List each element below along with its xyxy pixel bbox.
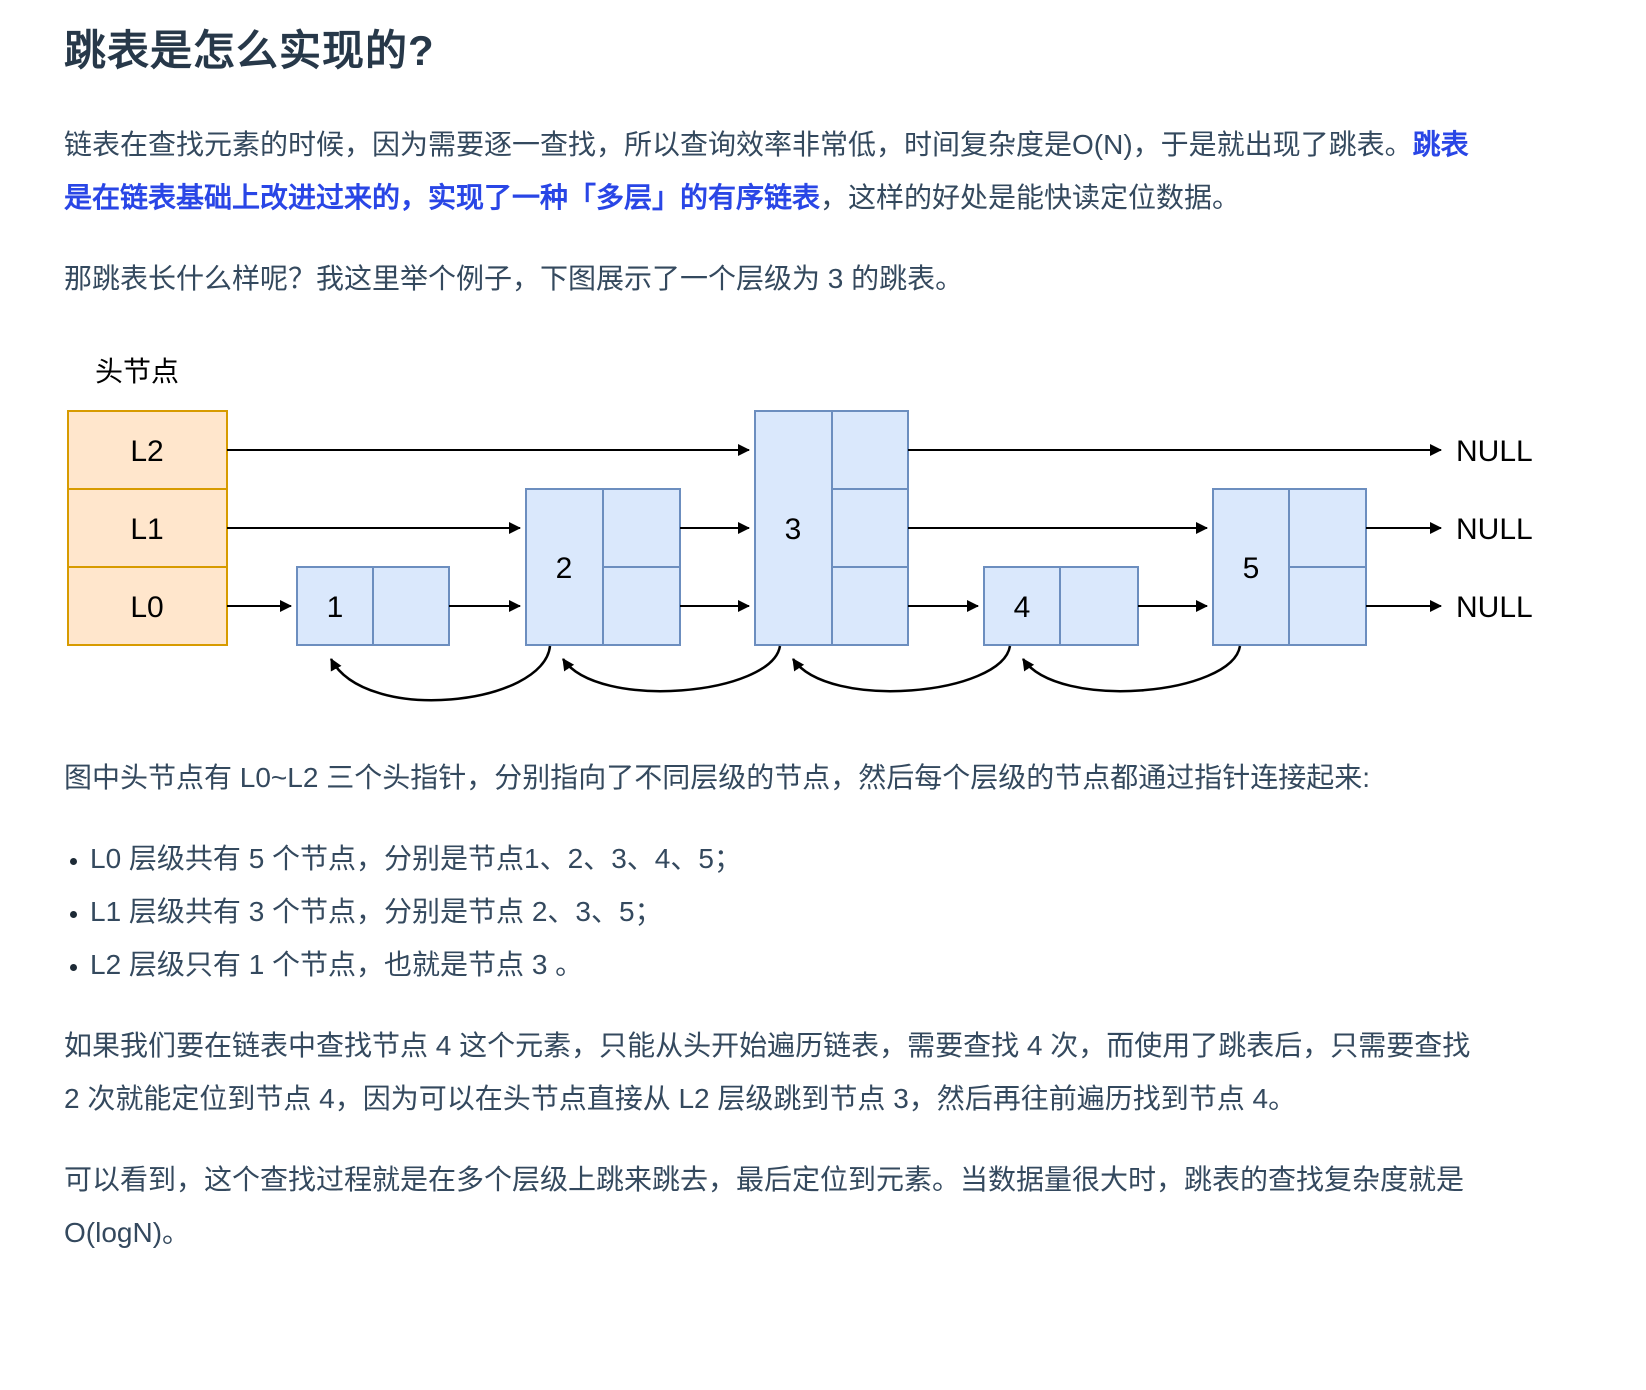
- back-arrow-3-to-2: [561, 645, 782, 693]
- list-item-l1: L1 层级共有 3 个节点，分别是节点 2、3、5；: [90, 885, 1484, 938]
- node-value: 4: [1014, 591, 1031, 624]
- node-box-2: 2: [525, 488, 681, 646]
- article-content: 跳表是怎么实现的? 链表在查找元素的时候，因为需要逐一查找，所以查询效率非常低，…: [64, 26, 1533, 1259]
- head-level-l1: L1: [130, 513, 163, 546]
- node-box-5: 5: [1212, 488, 1367, 646]
- paragraph-complexity: 可以看到，这个查找过程就是在多个层级上跳来跳去，最后定位到元素。当数据量很大时，…: [64, 1164, 1465, 1248]
- head-node-box: L2 L1 L0: [67, 410, 228, 646]
- head-node-label: 头节点: [95, 356, 179, 387]
- node-box-4: 4: [983, 566, 1139, 646]
- back-arrow-4-to-3: [791, 645, 1012, 693]
- list-item-l0: L0 层级共有 5 个节点，分别是节点1、2、3、4、5；: [90, 832, 1484, 885]
- head-node-rect: [67, 410, 228, 646]
- node-value: 2: [556, 552, 573, 585]
- node-value: 3: [785, 513, 802, 546]
- intro-text-highlight: 跳表是在链表基础上改进过来的，实现了一种「多层」的有序链表: [64, 129, 1469, 213]
- head-level-l0: L0: [130, 591, 163, 624]
- node-value: 1: [327, 591, 344, 624]
- level-bullet-list: L0 层级共有 5 个节点，分别是节点1、2、3、4、5； L1 层级共有 3 …: [64, 832, 1484, 991]
- null-label-l1: NULL: [1456, 513, 1533, 546]
- list-item-l2: L2 层级只有 1 个节点，也就是节点 3 。: [90, 938, 1484, 991]
- page-title: 跳表是怎么实现的?: [64, 27, 435, 74]
- paragraph-search: 如果我们要在链表中查找节点 4 这个元素，只能从头开始遍历链表，需要查找 4 次…: [64, 1030, 1471, 1114]
- paragraph-intro: 链表在查找元素的时候，因为需要逐一查找，所以查询效率非常低，时间复杂度是O(N)…: [64, 118, 1484, 224]
- node-box-3: 3: [754, 410, 909, 646]
- head-level-l2: L2: [130, 435, 163, 468]
- null-label-l0: NULL: [1456, 591, 1533, 624]
- skiplist-diagram: 头节点 L2 L1 L0 1: [64, 333, 1604, 723]
- skiplist-diagram-svg: 头节点 L2 L1 L0 1: [67, 356, 1533, 702]
- node-box-1: 1: [296, 566, 450, 646]
- paragraph-example: 那跳表长什么样呢？我这里举个例子，下图展示了一个层级为 3 的跳表。: [64, 263, 964, 294]
- node-value: 5: [1243, 552, 1260, 585]
- paragraph-structure: 图中头节点有 L0~L2 三个头指针，分别指向了不同层级的节点，然后每个层级的节…: [64, 762, 1370, 793]
- intro-text-pre: 链表在查找元素的时候，因为需要逐一查找，所以查询效率非常低，时间复杂度是O(N)…: [64, 129, 1413, 160]
- back-arrow-5-to-4: [1021, 645, 1242, 693]
- intro-text-post: ，这样的好处是能快读定位数据。: [820, 182, 1241, 213]
- back-arrow-2-to-1: [329, 645, 552, 702]
- null-label-l2: NULL: [1456, 435, 1533, 468]
